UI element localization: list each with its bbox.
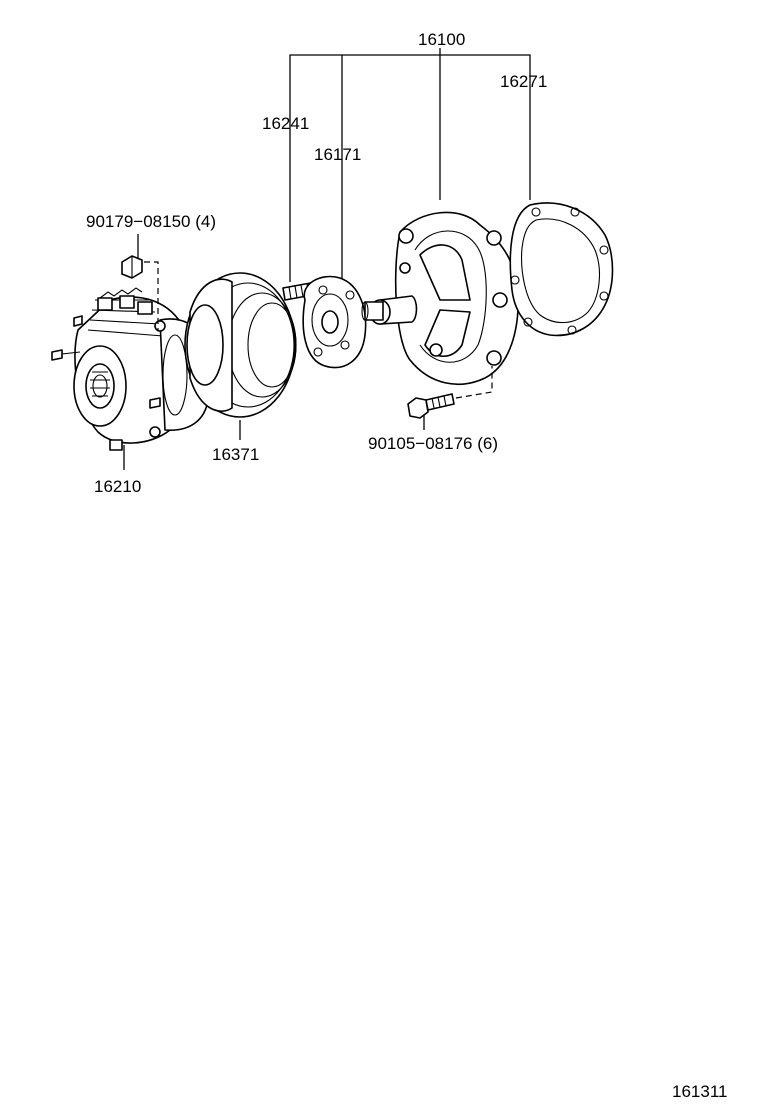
pulley-seat <box>302 275 367 369</box>
bolt-90105 <box>407 366 493 419</box>
leader-lines <box>123 48 531 470</box>
label-90105-08176: 90105−08176 (6) <box>368 434 498 453</box>
water-pump <box>361 211 520 385</box>
nut-90179 <box>121 255 159 330</box>
pulley <box>184 272 297 418</box>
label-16371: 16371 <box>212 445 259 464</box>
label-90179-08150: 90179−08150 (4) <box>86 212 216 231</box>
gasket <box>509 202 614 337</box>
label-16210: 16210 <box>94 477 141 496</box>
fan-clutch <box>51 287 209 451</box>
diagram-reference-number: 161311 <box>672 1082 727 1101</box>
label-16100: 16100 <box>418 30 465 49</box>
label-16171: 16171 <box>314 145 361 164</box>
label-16241: 16241 <box>262 114 309 133</box>
label-16271: 16271 <box>500 72 547 91</box>
